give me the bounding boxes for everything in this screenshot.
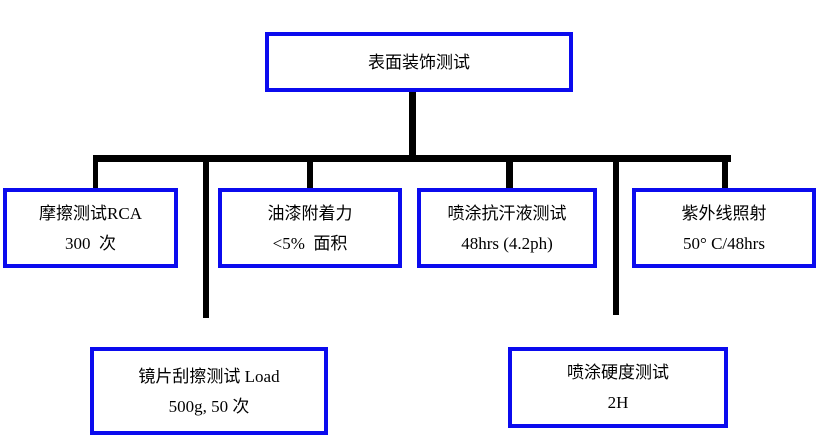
node-sweat-resistance-test: 喷涂抗汗液测试 48hrs (4.2ph) <box>417 188 597 268</box>
node-title: 镜片刮擦测试 Load <box>138 366 280 386</box>
node-detail: <5% 面积 <box>272 233 348 253</box>
node-surface-decoration-test: 表面装饰测试 <box>265 32 573 92</box>
node-title: 喷涂抗汗液测试 <box>447 203 567 223</box>
connector-drop-friction-test <box>93 160 98 190</box>
connector-drop-lens-scratch-test <box>203 160 209 318</box>
node-lens-scratch-test: 镜片刮擦测试 Load 500g, 50 次 <box>90 347 328 435</box>
node-uv-irradiation: 紫外线照射 50° C/48hrs <box>632 188 816 268</box>
node-friction-test-rca: 摩擦测试RCA 300 次 <box>3 188 178 268</box>
node-detail: 300 次 <box>65 233 116 253</box>
connector-drop-uv-irradiation <box>722 160 728 190</box>
node-title: 紫外线照射 <box>681 203 767 223</box>
connector-drop-paint-adhesion <box>307 160 313 190</box>
node-paint-adhesion: 油漆附着力 <5% 面积 <box>218 188 402 268</box>
node-title: 摩擦测试RCA <box>39 203 142 223</box>
connector-drop-sweat-resistance-test <box>506 160 513 190</box>
node-detail: 48hrs (4.2ph) <box>461 233 553 253</box>
connector-horizontal-rail <box>93 155 731 162</box>
node-detail: 2H <box>607 393 629 412</box>
connector-drop-coating-hardness-test <box>613 160 619 315</box>
node-title: 表面装饰测试 <box>368 52 470 72</box>
node-coating-hardness-test: 喷涂硬度测试 2H <box>508 347 728 428</box>
connector-root-trunk <box>409 92 416 157</box>
node-title: 喷涂硬度测试 <box>567 363 669 382</box>
node-detail: 500g, 50 次 <box>168 396 250 416</box>
node-title: 油漆附着力 <box>267 203 353 223</box>
node-detail: 50° C/48hrs <box>683 233 765 253</box>
